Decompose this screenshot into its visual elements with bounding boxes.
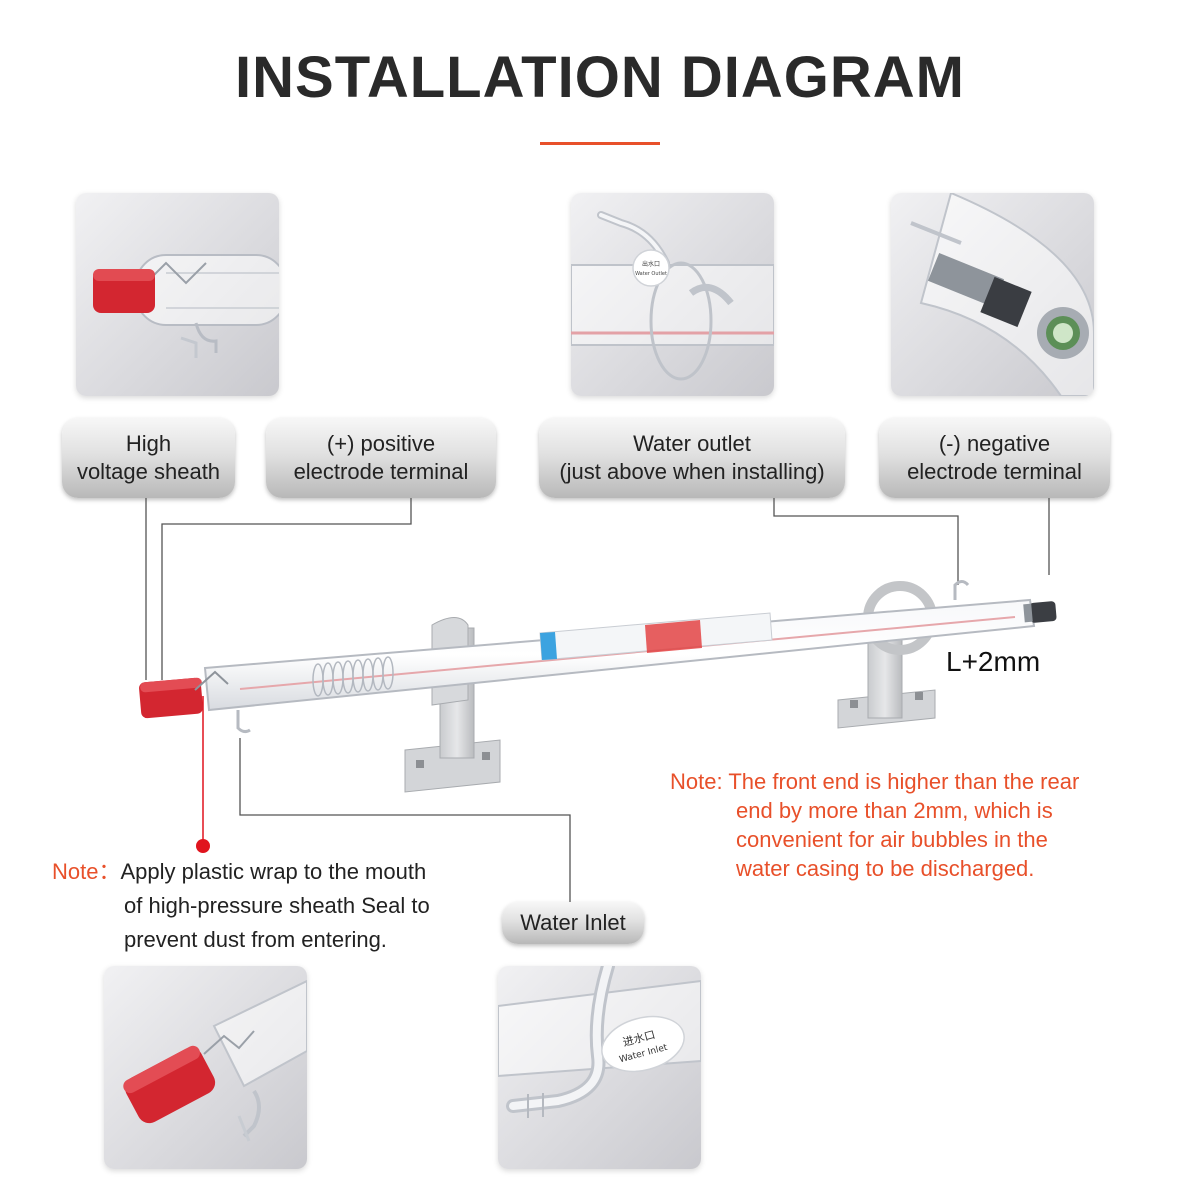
- label-positive-line1: (+) positive: [326, 431, 436, 456]
- note-right-line2: end by more than 2mm, which is: [736, 798, 1053, 823]
- label-negative-terminal: (-) negative electrode terminal: [879, 418, 1110, 498]
- photo-water-inlet: 进水口 Water Inlet: [498, 966, 701, 1169]
- note-right-prefix: Note:: [670, 769, 729, 794]
- photo-negative-terminal: [891, 193, 1094, 396]
- label-positive-terminal: (+) positive electrode terminal: [266, 418, 496, 498]
- note-dot: [196, 839, 210, 853]
- label-hv-sheath-line1: High: [125, 431, 172, 456]
- label-water-outlet-line2: (just above when installing): [559, 459, 825, 484]
- outlet-tag-cn: 出水口: [642, 260, 660, 268]
- rear-bracket: [404, 617, 501, 793]
- note-right-line3: convenient for air bubbles in the: [736, 827, 1048, 852]
- note-left-line2: of high-pressure sheath Seal to: [124, 893, 430, 918]
- leader-positive: [161, 498, 412, 680]
- leader-water-outlet: [773, 498, 959, 585]
- note-right-line4: water casing to be discharged.: [736, 856, 1035, 881]
- dimension-label: L+2mm: [946, 646, 1041, 677]
- label-water-outlet: Water outlet (just above when installing…: [539, 418, 845, 498]
- front-bracket: [837, 581, 937, 729]
- outlet-tag-en: Water Outlet: [635, 271, 667, 277]
- note-right-line1: Note: The front end is higher than the r…: [670, 769, 1080, 794]
- label-water-outlet-line1: Water outlet: [633, 431, 751, 456]
- note-left-prefix: Note：: [52, 859, 121, 884]
- note-right: Note: The front end is higher than the r…: [670, 767, 1130, 883]
- title-underline: [540, 142, 660, 145]
- note-left-line3: prevent dust from entering.: [124, 927, 387, 952]
- label-negative-line2: electrode terminal: [907, 459, 1082, 484]
- photo-sealed-sheath: [104, 966, 307, 1169]
- page-title: INSTALLATION DIAGRAM: [235, 45, 965, 110]
- photo-water-outlet: 出水口 Water Outlet: [571, 193, 774, 396]
- note-left: Note：Apply plastic wrap to the mouth of …: [52, 855, 472, 957]
- label-negative-line1: (-) negative: [938, 431, 1051, 456]
- glass-tube: [139, 580, 1057, 734]
- note-left-line1: Apply plastic wrap to the mouth: [120, 859, 427, 884]
- label-water-inlet-text: Water Inlet: [520, 910, 626, 935]
- label-water-inlet: Water Inlet: [502, 902, 644, 944]
- photo-hv-sheath: [76, 193, 279, 396]
- label-hv-sheath: High voltage sheath: [62, 418, 235, 498]
- label-positive-line2: electrode terminal: [293, 459, 469, 484]
- label-hv-sheath-line2: voltage sheath: [76, 459, 221, 484]
